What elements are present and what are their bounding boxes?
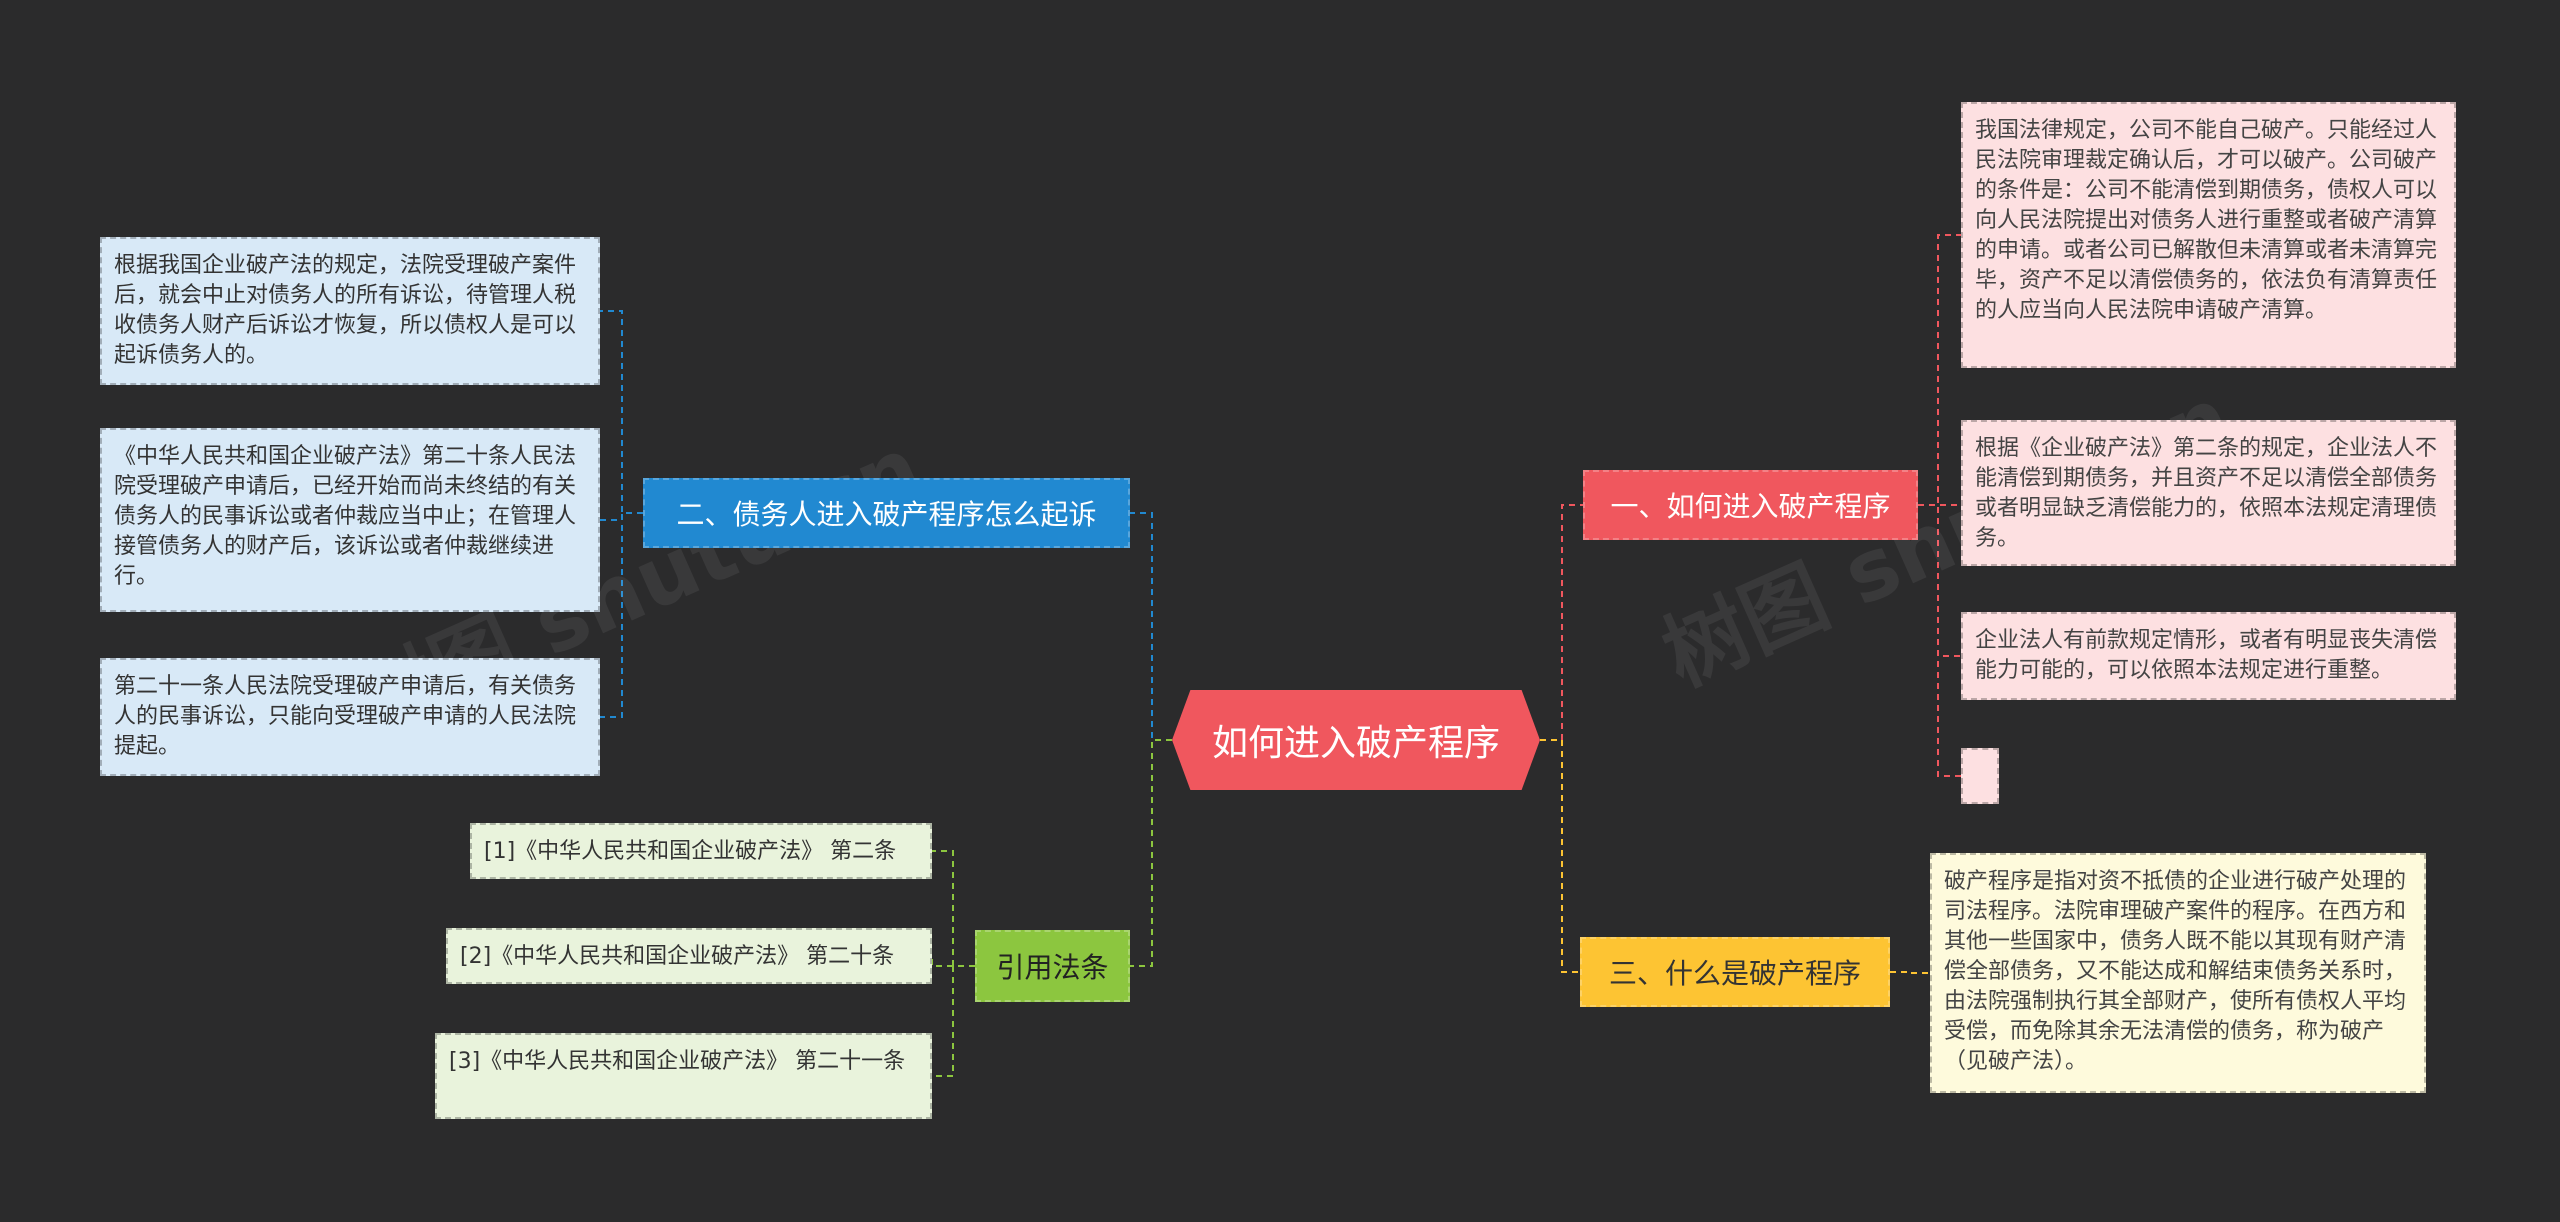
link-how-to-sue-leaf-1 bbox=[600, 310, 643, 514]
branch-citations[interactable]: 引用法条 bbox=[975, 930, 1130, 1002]
branch-how-to-enter[interactable]: 一、如何进入破产程序 bbox=[1583, 470, 1918, 540]
leaf-how-to-enter-empty[interactable] bbox=[1961, 748, 1999, 804]
leaf-how-to-enter-3[interactable]: 企业法人有前款规定情形，或者有明显丧失清偿能力可能的，可以依照本法规定进行重整。 bbox=[1961, 612, 2456, 700]
link-how-to-enter-leaf-3 bbox=[1918, 504, 1961, 657]
leaf-citation-1[interactable]: [1]《中华人民共和国企业破产法》 第二条 bbox=[470, 823, 932, 879]
link-what-is-leaf-1 bbox=[1890, 971, 1930, 974]
branch-what-is[interactable]: 三、什么是破产程序 bbox=[1580, 937, 1890, 1007]
link-how-to-enter-leaf-4 bbox=[1918, 504, 1961, 777]
leaf-citation-2[interactable]: [2]《中华人民共和国企业破产法》 第二十条 bbox=[446, 928, 932, 984]
root-topic[interactable]: 如何进入破产程序 bbox=[1172, 690, 1540, 790]
link-citation-1 bbox=[932, 850, 975, 967]
leaf-how-to-sue-3[interactable]: 第二十一条人民法院受理破产申请后，有关债务人的民事诉讼，只能向受理破产申请的人民… bbox=[100, 658, 600, 776]
leaf-how-to-sue-1[interactable]: 根据我国企业破产法的规定，法院受理破产案件后，就会中止对债务人的所有诉讼，待管理… bbox=[100, 237, 600, 385]
link-citation-3 bbox=[932, 965, 975, 1077]
leaf-citation-3[interactable]: [3]《中华人民共和国企业破产法》 第二十一条 bbox=[435, 1033, 932, 1119]
leaf-what-is-1[interactable]: 破产程序是指对资不抵债的企业进行破产处理的司法程序。法院审理破产案件的程序。在西… bbox=[1930, 853, 2426, 1093]
leaf-how-to-enter-1[interactable]: 我国法律规定，公司不能自己破产。只能经过人民法院审理裁定确认后，才可以破产。公司… bbox=[1961, 102, 2456, 368]
link-how-to-enter-leaf-1 bbox=[1918, 234, 1961, 506]
leaf-how-to-enter-2[interactable]: 根据《企业破产法》第二条的规定，企业法人不能清偿到期债务，并且资产不足以清偿全部… bbox=[1961, 420, 2456, 566]
link-root-how-to-sue bbox=[1130, 512, 1172, 741]
link-root-citations bbox=[1130, 739, 1172, 967]
link-how-to-sue-leaf-3 bbox=[600, 512, 643, 718]
branch-how-to-sue[interactable]: 二、债务人进入破产程序怎么起诉 bbox=[643, 478, 1130, 548]
link-root-how-to-enter bbox=[1540, 504, 1583, 741]
link-root-what-is bbox=[1540, 739, 1580, 973]
leaf-how-to-sue-2[interactable]: 《中华人民共和国企业破产法》第二十条人民法院受理破产申请后，已经开始而尚未终结的… bbox=[100, 428, 600, 612]
